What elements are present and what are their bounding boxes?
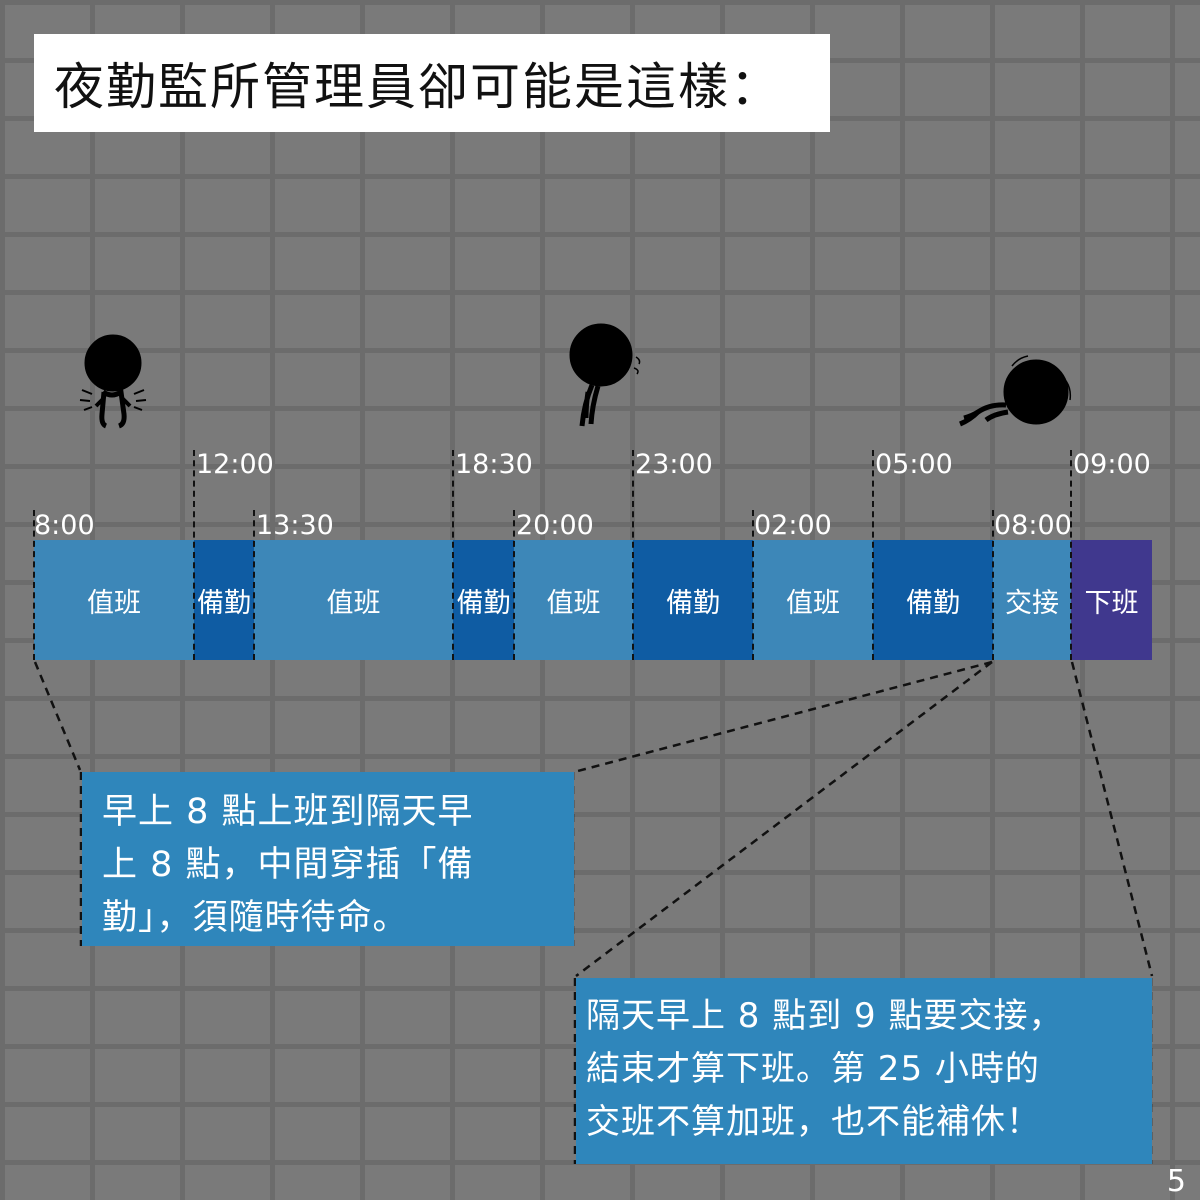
note-line: 勤」，須隨時待命。 <box>102 898 409 938</box>
note-line: 結束才算下班。第 25 小時的 <box>586 1049 1040 1089</box>
tick-label: 20:00 <box>516 510 594 541</box>
note-line: 上 8 點，中間穿插「備 <box>102 845 474 885</box>
boundary-line <box>752 510 754 660</box>
boundary-line <box>193 450 195 660</box>
segment-label: 值班 <box>326 587 381 619</box>
segment-label: 下班 <box>1084 587 1139 619</box>
tick-label: 12:00 <box>196 449 274 480</box>
note-line: 交班不算加班，也不能補休！ <box>586 1102 1041 1142</box>
segment-label: 備勤 <box>666 587 720 619</box>
segment-label: 備勤 <box>197 587 251 619</box>
tick-label: 23:00 <box>635 449 713 480</box>
segment-label: 值班 <box>546 587 601 619</box>
tick-label: 02:00 <box>754 510 832 541</box>
segment-duty-2: 值班 <box>254 540 453 660</box>
boundary-line <box>253 510 255 660</box>
tick-label: 05:00 <box>875 449 953 480</box>
boundary-line <box>632 450 634 660</box>
stick-figure-tense-icon <box>79 334 147 429</box>
boundary-line <box>992 510 994 660</box>
tick-label: 08:00 <box>994 510 1072 541</box>
segment-label: 備勤 <box>906 587 960 619</box>
segment-duty-1: 值班 <box>34 540 194 660</box>
boundary-line <box>513 510 515 660</box>
boundary-line <box>452 450 454 660</box>
segment-duty-3: 值班 <box>514 540 633 660</box>
segment-label: 值班 <box>786 587 840 619</box>
stick-figure-exhausted-icon <box>959 355 1072 427</box>
segment-off-duty: 下班 <box>1071 540 1152 660</box>
tick-label: 13:30 <box>256 510 334 541</box>
segment-label: 備勤 <box>456 587 511 619</box>
note-line: 隔天早上 8 點到 9 點要交接， <box>586 996 1064 1036</box>
segment-handover: 交接 <box>993 540 1071 660</box>
stick-figure-tired-icon <box>569 323 641 427</box>
tick-label: 18:30 <box>455 449 533 480</box>
note-line: 早上 8 點上班到隔天早 <box>102 792 474 832</box>
segment-standby-3: 備勤 <box>633 540 753 660</box>
callout-connectors <box>33 660 1154 977</box>
segment-standby-2: 備勤 <box>453 540 514 660</box>
tick-label: 09:00 <box>1073 449 1151 480</box>
title-box: 夜勤監所管理員卻可能是這樣： <box>34 34 830 132</box>
callout-note-handover: 隔天早上 8 點到 9 點要交接， 結束才算下班。第 25 小時的 交班不算加班… <box>576 978 1152 1164</box>
page-number: 5 <box>1166 1164 1186 1199</box>
segment-standby-4: 備勤 <box>873 540 993 660</box>
segment-standby-1: 備勤 <box>194 540 254 660</box>
connector-line <box>33 661 82 771</box>
page-title: 夜勤監所管理員卻可能是這樣： <box>54 58 782 116</box>
boundary-line <box>1070 450 1072 660</box>
segment-label: 交接 <box>1005 587 1059 619</box>
connector-line <box>1070 661 1154 977</box>
tick-label: 8:00 <box>34 510 95 541</box>
segment-duty-4: 值班 <box>753 540 873 660</box>
callout-note-shift: 早上 8 點上班到隔天早 上 8 點，中間穿插「備 勤」，須隨時待命。 <box>82 772 574 946</box>
connector-line <box>575 661 993 977</box>
connector-line <box>573 660 993 774</box>
boundary-line <box>872 450 874 660</box>
boundary-line <box>33 510 35 660</box>
segment-label: 值班 <box>87 587 141 619</box>
